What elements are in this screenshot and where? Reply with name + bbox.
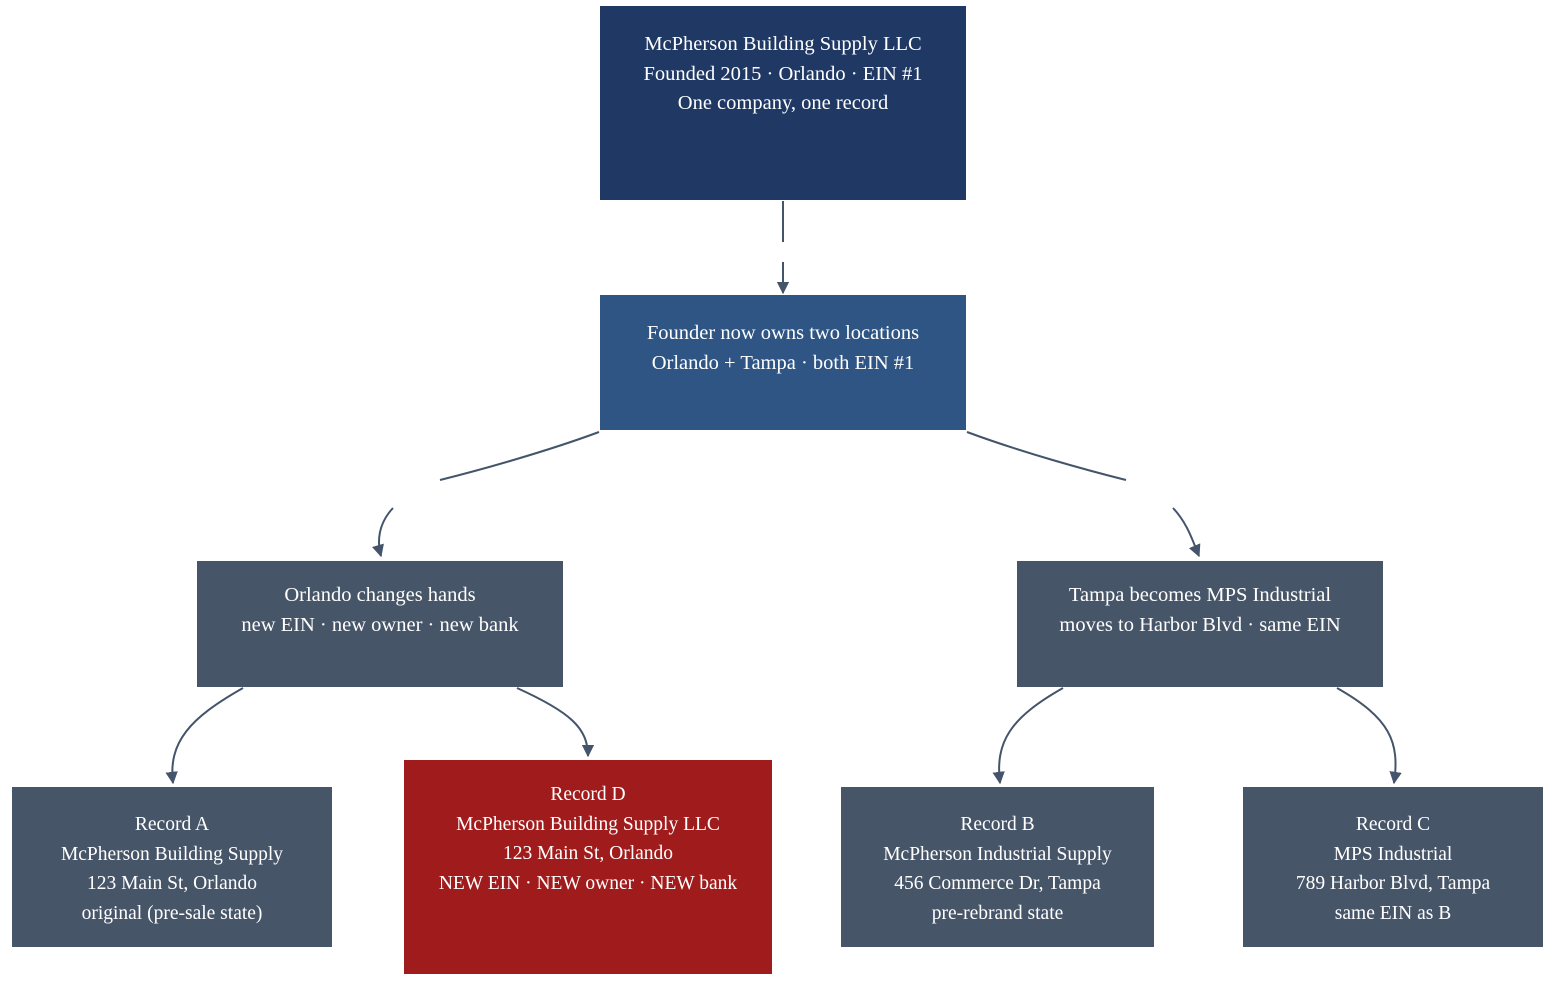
node-two-locations-line-1: Founder now owns two locations bbox=[646, 322, 920, 344]
node-record-d[interactable]: Record D McPherson Building Supply LLC 1… bbox=[404, 760, 772, 974]
node-record-a-line-4: original (pre-sale state) bbox=[81, 902, 263, 924]
node-tampa-branch-line-1: Tampa becomes MPS Industrial bbox=[1068, 584, 1332, 606]
node-two-locations[interactable]: Founder now owns two locations Orlando +… bbox=[600, 295, 966, 430]
node-record-b-line-2: McPherson Industrial Supply bbox=[883, 843, 1112, 865]
node-record-d-line-1: Record D bbox=[550, 784, 626, 805]
edge-orlando-to-record-a bbox=[165, 687, 244, 785]
node-root[interactable]: McPherson Building Supply LLC Founded 20… bbox=[600, 6, 966, 200]
node-record-b-line-3: 456 Commerce Dr, Tampa bbox=[894, 873, 1101, 894]
node-record-b-line-1: Record B bbox=[960, 814, 1035, 835]
node-record-a-line-3: 123 Main St, Orlando bbox=[86, 873, 258, 894]
node-root-line-2: Founded 2015 · Orlando · EIN #1 bbox=[643, 62, 923, 85]
node-record-c-line-1: Record C bbox=[1355, 814, 1431, 835]
node-tampa-branch-line-2: moves to Harbor Blvd · same EIN bbox=[1059, 613, 1341, 636]
node-two-locations-line-2: Orlando + Tampa · both EIN #1 bbox=[651, 351, 915, 374]
edge-two-locations-to-orlando-seg1 bbox=[439, 431, 600, 481]
node-root-line-1: McPherson Building Supply LLC bbox=[644, 33, 922, 55]
node-orlando-branch-line-2: new EIN · new owner · new bank bbox=[241, 613, 519, 636]
edge-two-locations-to-orlando-seg2 bbox=[371, 507, 394, 558]
node-orlando-branch[interactable]: Orlando changes hands new EIN · new owne… bbox=[197, 561, 563, 687]
node-record-b-line-4: pre-rebrand state bbox=[931, 902, 1064, 924]
edge-two-locations-to-tampa-seg1 bbox=[966, 431, 1127, 481]
edge-orlando-to-record-d bbox=[516, 687, 595, 758]
node-root-line-3: One company, one record bbox=[677, 92, 889, 114]
node-record-c[interactable]: Record C MPS Industrial 789 Harbor Blvd,… bbox=[1243, 787, 1543, 947]
node-record-c-line-2: MPS Industrial bbox=[1333, 843, 1453, 865]
node-record-a-line-2: McPherson Building Supply bbox=[60, 843, 284, 865]
node-record-d-line-4: NEW EIN · NEW owner · NEW bank bbox=[438, 872, 738, 894]
edge-tampa-to-record-b bbox=[992, 687, 1064, 785]
edge-tampa-to-record-c bbox=[1336, 687, 1402, 785]
node-record-a[interactable]: Record A McPherson Building Supply 123 M… bbox=[12, 787, 332, 947]
edge-two-locations-to-tampa-seg2 bbox=[1172, 507, 1201, 558]
node-record-a-line-1: Record A bbox=[134, 814, 210, 835]
node-record-c-line-4: same EIN as B bbox=[1334, 902, 1452, 924]
node-record-c-line-3: 789 Harbor Blvd, Tampa bbox=[1295, 873, 1491, 894]
node-record-b[interactable]: Record B McPherson Industrial Supply 456… bbox=[841, 787, 1154, 947]
node-record-d-line-2: McPherson Building Supply LLC bbox=[456, 813, 720, 835]
node-orlando-branch-line-1: Orlando changes hands bbox=[284, 584, 476, 606]
node-tampa-branch[interactable]: Tampa becomes MPS Industrial moves to Ha… bbox=[1017, 561, 1383, 687]
node-record-d-line-3: 123 Main St, Orlando bbox=[502, 843, 674, 864]
